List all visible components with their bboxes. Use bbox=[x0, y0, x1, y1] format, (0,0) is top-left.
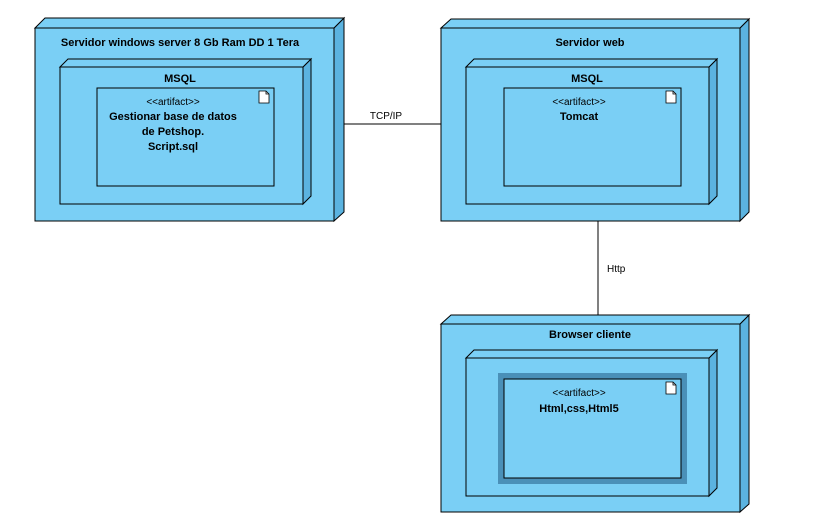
artifact-stereotype: <<artifact>> bbox=[552, 388, 606, 399]
node-web-server-title: Servidor web bbox=[555, 37, 624, 49]
node-db-msql[interactable]: MSQL <<artifact>> Gestionar base de dato… bbox=[58, 57, 313, 206]
artifact-name-line-2: de Petshop. bbox=[142, 126, 204, 138]
artifact-script-sql[interactable]: <<artifact>> Gestionar base de datos de … bbox=[96, 87, 275, 187]
node-db-msql-title: MSQL bbox=[164, 73, 196, 85]
document-icon bbox=[665, 90, 677, 104]
artifact-stereotype: <<artifact>> bbox=[552, 97, 606, 108]
node-browser-inner[interactable]: <<artifact>> Html,css,Html5 bbox=[464, 348, 719, 498]
node-web-msql-title: MSQL bbox=[571, 73, 603, 85]
http-label: Http bbox=[607, 264, 626, 275]
node-db-server-title: Servidor windows server 8 Gb Ram DD 1 Te… bbox=[61, 37, 300, 49]
node-browser-client-title: Browser cliente bbox=[549, 329, 631, 341]
artifact-stereotype: <<artifact>> bbox=[146, 97, 200, 108]
node-browser-client[interactable]: Browser cliente <<artifact>> Html,css,Ht… bbox=[439, 313, 751, 514]
artifact-name-line-1: Gestionar base de datos bbox=[109, 111, 237, 123]
node-web-msql[interactable]: MSQL <<artifact>> Tomcat bbox=[464, 57, 719, 206]
document-icon bbox=[258, 90, 270, 104]
artifact-name: Html,css,Html5 bbox=[539, 403, 618, 415]
document-icon bbox=[665, 381, 677, 395]
node-db-server[interactable]: Servidor windows server 8 Gb Ram DD 1 Te… bbox=[33, 16, 346, 223]
artifact-name: Tomcat bbox=[560, 111, 599, 123]
node-web-server[interactable]: Servidor web MSQL <<artifact>> Tomcat bbox=[439, 17, 751, 223]
artifact-tomcat[interactable]: <<artifact>> Tomcat bbox=[503, 87, 682, 187]
artifact-name-line-3: Script.sql bbox=[148, 141, 198, 153]
artifact-html-css[interactable]: <<artifact>> Html,css,Html5 bbox=[498, 373, 687, 484]
tcp-ip-label: TCP/IP bbox=[370, 111, 403, 122]
